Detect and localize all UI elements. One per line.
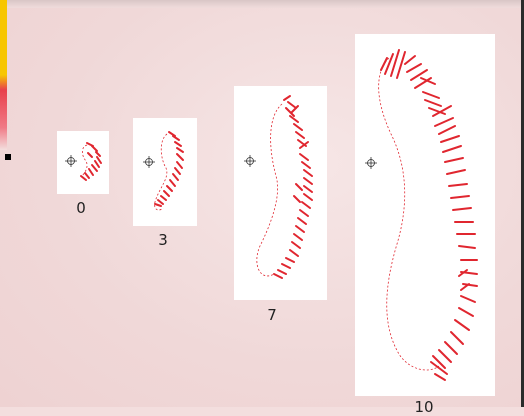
stage-panel-10: [355, 34, 495, 396]
crosshair-icon: [365, 157, 377, 169]
crosshair-icon: [143, 156, 155, 168]
stage-3-drawing: [133, 118, 197, 226]
stage-panel-3: [133, 118, 197, 226]
top-strip: [0, 0, 524, 8]
crosshair-icon: [65, 155, 77, 167]
crosshair-icon: [244, 155, 256, 167]
stage-panel-0: [57, 131, 109, 194]
stage-7-drawing: [234, 86, 327, 300]
stage-label-10: 10: [404, 398, 444, 416]
guide-outline: [257, 104, 282, 276]
stitch-marks: [155, 132, 183, 206]
stitch-marks: [274, 96, 312, 278]
stitch-marks: [81, 143, 101, 180]
left-color-bar: [0, 0, 7, 150]
stage-label-3: 3: [143, 231, 183, 249]
stage-panel-7: [234, 86, 327, 300]
left-marker: [5, 154, 11, 160]
guide-outline: [81, 145, 87, 177]
stage-10-drawing: [355, 34, 495, 396]
stage-label-0: 0: [61, 199, 101, 217]
guide-outline: [379, 58, 439, 370]
stitch-marks: [381, 50, 477, 380]
stage-0-drawing: [57, 131, 109, 194]
stage-label-7: 7: [252, 306, 292, 324]
